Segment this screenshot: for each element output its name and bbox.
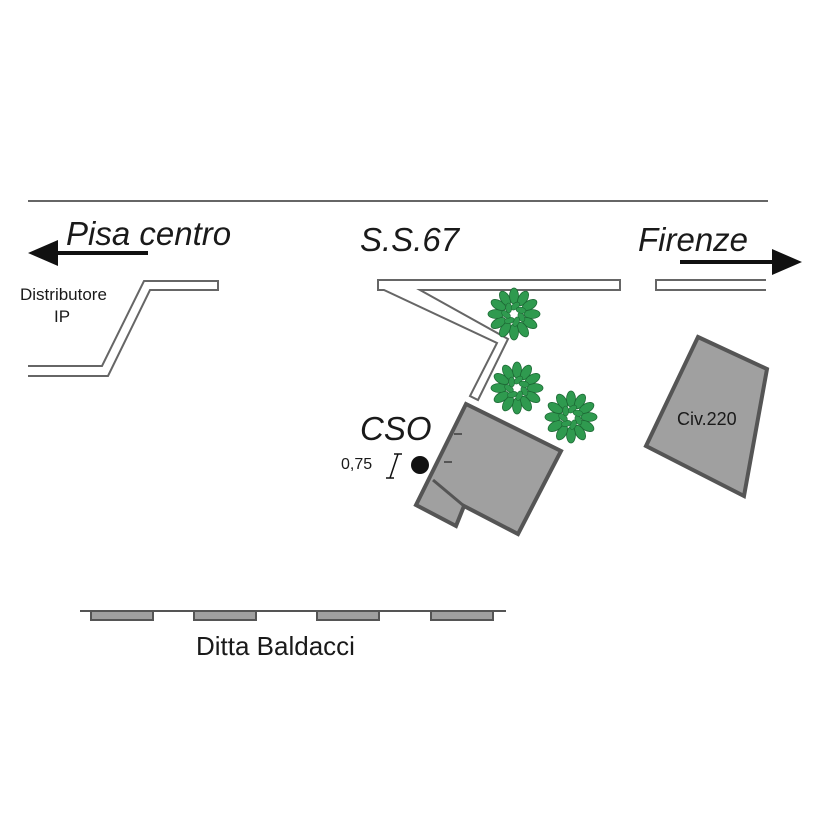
fuel-station-sublabel: IP <box>54 307 70 326</box>
right-curb <box>655 279 766 291</box>
building-label: Civ.220 <box>677 409 737 429</box>
boundary-block <box>193 610 257 621</box>
dimension-label: 0,75 <box>341 456 372 473</box>
dimension-marker-icon <box>386 453 402 479</box>
tree-icon <box>490 361 544 415</box>
fuel-station-label: Distributore <box>20 285 107 304</box>
right-direction-label: Firenze <box>638 221 748 258</box>
arrow-left-icon <box>28 240 148 266</box>
fuel-station-curb <box>28 280 219 377</box>
access-road-curb <box>377 279 621 402</box>
left-direction-label: Pisa centro <box>66 215 231 252</box>
trees <box>487 287 598 444</box>
company-label: Ditta Baldacci <box>196 631 355 661</box>
cso-label: CSO <box>360 410 432 447</box>
tree-icon <box>487 287 541 341</box>
boundary-block <box>430 610 494 621</box>
boundary-block <box>316 610 380 621</box>
cso-building <box>413 401 564 537</box>
civ220-building <box>643 334 770 500</box>
cso-point-icon <box>411 456 429 474</box>
tree-icon <box>544 390 598 444</box>
road-label: S.S.67 <box>360 221 461 258</box>
arrow-right-icon <box>680 249 802 275</box>
boundary-block <box>90 610 154 621</box>
